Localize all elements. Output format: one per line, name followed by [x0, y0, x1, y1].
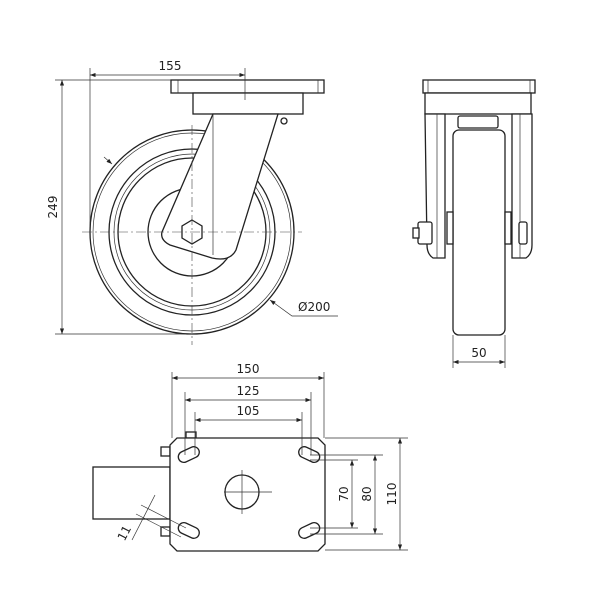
hub-right — [504, 211, 512, 245]
hub-left — [446, 211, 454, 245]
side-swivel-head — [424, 92, 532, 115]
dim-hole-spacing-inner-label: 105 — [237, 404, 260, 418]
dim-hole-spacing-outer-label: 125 — [237, 384, 260, 398]
dim-overall-width-label: 150 — [237, 362, 260, 376]
kingpin-nut — [457, 115, 499, 129]
dim-slot-width-label: 11 — [115, 523, 134, 543]
dim-height-label: 249 — [46, 196, 60, 219]
side-mounting-plate — [422, 79, 536, 94]
fork-stem — [92, 466, 171, 520]
side-view: 50 — [412, 79, 536, 368]
fork — [161, 113, 279, 260]
axle-end — [412, 227, 420, 239]
plate-view: 150 125 105 110 80 70 11 — [92, 362, 408, 552]
axle-nut-left — [417, 221, 433, 245]
stop-tab-top — [160, 446, 171, 457]
front-view: 155 249 Ø200 — [46, 59, 338, 345]
top-plate — [169, 437, 326, 552]
mounting-slots — [177, 446, 321, 539]
dim-width-label: 155 — [159, 59, 182, 73]
axle-nut-right — [518, 221, 528, 245]
stop-tab — [185, 431, 197, 439]
dim-wheel-width-label: 50 — [471, 346, 486, 360]
side-wheel — [452, 129, 506, 336]
dim-overall-length-label: 110 — [385, 483, 399, 506]
dim-hole-spacing-short-label: 70 — [337, 486, 351, 501]
swivel-head — [192, 92, 304, 115]
right-fork-leg — [511, 113, 533, 259]
stop-tab-bottom — [160, 526, 171, 537]
mounting-plate — [170, 79, 325, 94]
dim-hole-spacing-long-label: 80 — [360, 486, 374, 501]
dim-diameter-label: Ø200 — [298, 300, 330, 314]
